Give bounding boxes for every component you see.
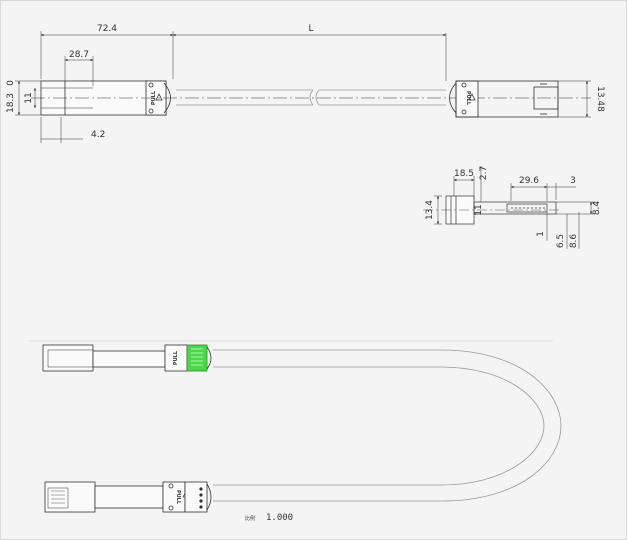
dim-side-width-c: 29.6 (519, 176, 539, 186)
u-cable-outer (213, 349, 562, 502)
dim-side-width-a: 18.5 (454, 169, 474, 179)
lower-latch (184, 481, 208, 513)
dim-side-g: 8.6 (569, 234, 579, 249)
upper-latch (186, 344, 208, 372)
dim-side-h: 8.4 (592, 201, 602, 216)
dim-inner-length: 28.7 (69, 50, 89, 60)
top-view-labels: 72.4 L 28.7 18.3 0 11 4.2 13.48 PULL PUL… (6, 24, 605, 140)
left-screw-icon (148, 108, 154, 114)
dim-side-e: 1 (536, 231, 546, 237)
dim-end-offset: 4.2 (91, 130, 105, 140)
right-boot (449, 82, 457, 114)
scale-value: 1.000 (266, 513, 293, 523)
lower-module-body (44, 481, 96, 513)
pull-label-upper: PULL (173, 350, 179, 365)
dim-side-small: 11 (474, 204, 484, 215)
dim-overall-length: 72.4 (97, 24, 117, 34)
u-cable-view (42, 344, 562, 513)
dim-height-outer: 18.3 (6, 93, 16, 113)
side-view-labels: 18.5 2.7 29.6 3 13.4 11 1 6.5 8.6 8.4 (425, 166, 602, 248)
left-screw-icon (148, 82, 154, 88)
dim-right-height: 13.48 (595, 86, 605, 112)
dim-side-width-b: 2.7 (479, 166, 489, 180)
right-screw-icon (461, 82, 467, 88)
right-triangle-icon (468, 93, 476, 101)
dim-cable-length: L (308, 24, 313, 34)
scale-label: 比例 (245, 515, 255, 522)
pull-label-right: PULL (465, 91, 471, 106)
pull-label-left: PULL (151, 90, 157, 105)
left-triangle-icon (155, 93, 163, 101)
dim-height-tol: 0 (6, 80, 16, 86)
pull-label-lower: PULL (175, 490, 181, 505)
dim-side-width-d: 3 (570, 176, 576, 186)
side-module-body (473, 201, 557, 215)
lower-screw-icon (168, 483, 174, 489)
u-cable-labels: PULL PULL 比例 1.000 (173, 350, 293, 523)
dim-side-f: 6.5 (556, 234, 566, 248)
dim-side-height: 13.4 (425, 200, 435, 220)
upper-module-body (42, 344, 94, 372)
side-view (423, 166, 595, 249)
lower-screw-icon (168, 505, 174, 511)
u-cable-inner (213, 366, 545, 486)
dim-height-mid: 11 (24, 92, 34, 103)
right-screw-icon (461, 109, 467, 115)
top-view (15, 31, 591, 143)
